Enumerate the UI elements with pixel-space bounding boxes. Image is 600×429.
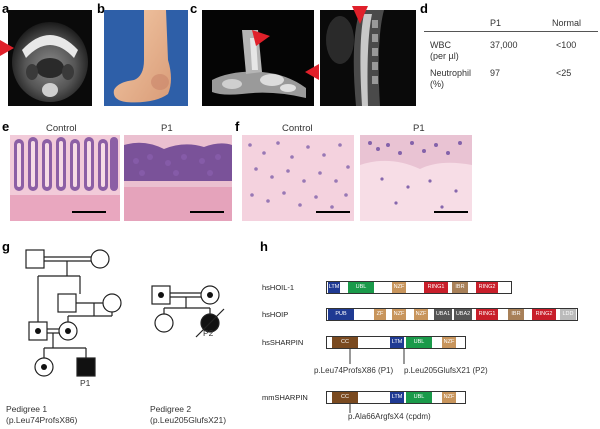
table-rule <box>424 31 598 32</box>
tissue-control-histology <box>242 135 354 221</box>
domain-ubl: UBL <box>406 392 432 403</box>
table-header-normal: Normal <box>552 18 582 28</box>
domain-zf: ZF <box>374 309 386 320</box>
variant-label-cpdm: p.Ala66ArgfsX4 (cpdm) <box>348 412 431 421</box>
panel-label-c: c <box>190 1 198 16</box>
protein-name-sharpin: hsSHARPIN <box>262 338 304 347</box>
mri-foot-image <box>202 10 314 106</box>
domain-ltm: LTM <box>390 337 404 348</box>
scale-bar <box>316 211 350 213</box>
variant-label-p1: p.Leu74ProfsX86 (P1) <box>314 366 394 375</box>
scale-bar <box>72 211 106 213</box>
domain-nzf: NZF <box>442 337 456 348</box>
pedigree-proband2-label: P2 <box>203 328 214 338</box>
domain-ibr: IBR <box>452 282 468 293</box>
pedigree1-title: Pedigree 1 <box>6 404 48 414</box>
variant-pointer-lines <box>349 348 405 364</box>
pedigree-female-symbol <box>102 293 122 313</box>
domain-ubl: UBL <box>348 282 374 293</box>
domain-ring1: RING1 <box>424 282 448 293</box>
domain-ibr: IBR <box>508 309 524 320</box>
scale-bar <box>190 211 224 213</box>
variant-label-p2: p.Leu205GlufsX21 (P2) <box>404 366 488 375</box>
pedigree-chart <box>25 249 225 377</box>
panel-label-d: d <box>420 1 428 16</box>
table-row1-label-unit: (per µl) <box>430 51 459 61</box>
pedigree-male-symbol <box>57 293 77 313</box>
arrowhead-icon <box>352 6 368 24</box>
panel-label-f: f <box>235 119 240 134</box>
domain-uba2: UBA2 <box>454 309 472 320</box>
domain-ring2: RING2 <box>476 282 498 293</box>
histology-e-control-label: Control <box>46 123 77 134</box>
domain-nzf: NZF <box>392 282 406 293</box>
domain-nzf: NZF <box>414 309 428 320</box>
panel-label-e: e <box>2 119 10 134</box>
protein-name-hoip: hsHOIP <box>262 310 289 319</box>
domain-uba1: UBA1 <box>434 309 452 320</box>
domain-pub: PUB <box>328 309 354 320</box>
protein-name-mmsharpin: mmSHARPIN <box>262 393 308 402</box>
histology-e-p1-label: P1 <box>161 123 173 134</box>
table-row1-p1: 37,000 <box>490 40 518 50</box>
tissue-p1-histology <box>360 135 472 221</box>
domain-ubl: UBL <box>406 337 432 348</box>
table-row1-label: WBC <box>430 40 451 50</box>
pedigree-female-symbol <box>154 313 174 333</box>
arrowhead-icon <box>252 30 270 46</box>
histology-f-p1-label: P1 <box>413 123 425 134</box>
variant-pointer-line <box>349 403 351 413</box>
panel-label-h: h <box>260 239 268 254</box>
domain-ltm: LTM <box>390 392 404 403</box>
table-row2-label-unit: (%) <box>430 79 444 89</box>
domain-nzf: NZF <box>392 309 406 320</box>
domain-ring2: RING2 <box>532 309 556 320</box>
arrowhead-icon <box>305 64 319 80</box>
table-row2-label: Neutrophil <box>430 68 472 78</box>
table-row2-normal: <25 <box>556 68 572 78</box>
pedigree2-title: Pedigree 2 <box>150 404 192 414</box>
protein-name-hoil1: hsHOIL-1 <box>262 283 295 292</box>
domain-ring1: RING1 <box>476 309 498 320</box>
colon-control-histology <box>10 135 120 221</box>
domain-cc: CC <box>332 337 358 348</box>
colon-p1-histology <box>124 135 232 221</box>
domain-ltm: LTM <box>328 282 340 293</box>
panel-label-b: b <box>97 1 105 16</box>
table-row2-p1: 97 <box>490 68 501 78</box>
pedigree-female-symbol <box>90 249 110 269</box>
domain-nzf: NZF <box>442 392 456 403</box>
pedigree-affected-male-symbol <box>76 357 96 377</box>
pedigree-male-symbol <box>25 249 45 269</box>
histology-f-control-label: Control <box>282 123 313 134</box>
pedigree2-variant: (p.Leu205GlufsX21) <box>150 415 227 425</box>
table-row1-normal: <100 <box>556 40 577 50</box>
table-header-p1: P1 <box>490 18 502 28</box>
panel-label-g: g <box>2 239 10 254</box>
arrowhead-icon <box>0 40 14 56</box>
pedigree-proband-label: P1 <box>80 378 91 388</box>
foot-photo <box>104 10 188 106</box>
domain-ldd: LDD <box>560 309 576 320</box>
pedigree1-variant: (p.Leu74ProfsX86) <box>6 415 78 425</box>
panel-label-a: a <box>2 1 10 16</box>
ct-scan-image <box>8 10 92 106</box>
scale-bar <box>434 211 468 213</box>
domain-cc: CC <box>332 392 358 403</box>
mri-spine-image <box>320 10 416 106</box>
